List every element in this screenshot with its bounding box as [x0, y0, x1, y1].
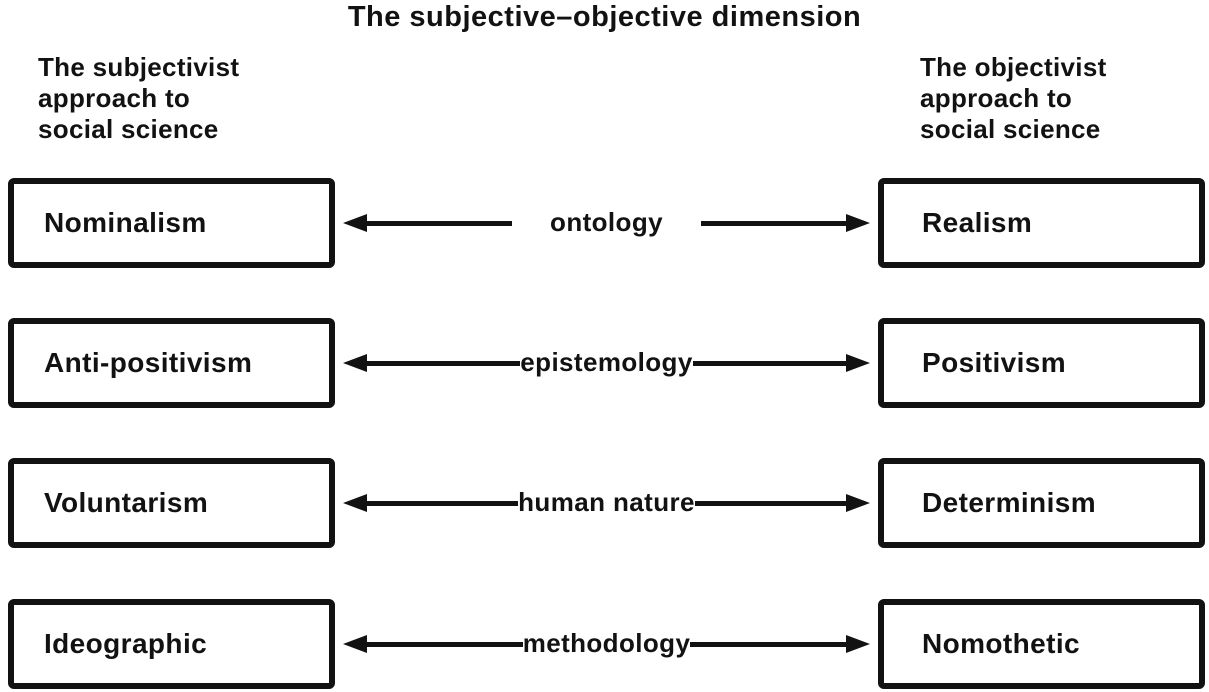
arrow-east-icon — [846, 354, 870, 372]
dimension-row-epistemology: Anti-positivism epistemology Positivism — [0, 318, 1209, 408]
double-arrow-connector: human nature — [335, 458, 878, 548]
dimension-row-human-nature: Voluntarism human nature Determinism — [0, 458, 1209, 548]
left-concept-box: Anti-positivism — [8, 318, 335, 408]
right-concept-label: Determinism — [922, 487, 1097, 518]
right-concept-box: Nomothetic — [878, 599, 1205, 689]
arrow-east-icon — [846, 494, 870, 512]
dimension-label: epistemology — [520, 347, 693, 377]
left-concept-box: Voluntarism — [8, 458, 335, 548]
arrow-line — [700, 220, 847, 226]
right-concept-box: Positivism — [878, 318, 1205, 408]
double-arrow-connector: ontology — [335, 178, 878, 268]
dimension-label: ontology — [550, 207, 663, 237]
left-concept-label: Voluntarism — [44, 487, 209, 518]
dimension-label: methodology — [522, 628, 691, 658]
dimension-label: human nature — [518, 487, 695, 517]
diagram-title: The subjective–objective dimension — [347, 1, 862, 33]
arrow-west-icon — [343, 354, 367, 372]
arrow-line — [367, 641, 523, 647]
arrow-line — [690, 641, 846, 647]
arrow-line — [694, 500, 846, 506]
arrow-west-icon — [343, 635, 367, 653]
right-concept-box: Realism — [878, 178, 1205, 268]
double-arrow-connector: methodology — [335, 599, 878, 689]
dimension-row-ontology: Nominalism ontology Realism — [0, 178, 1209, 268]
right-concept-label: Positivism — [922, 347, 1067, 378]
arrow-west-icon — [343, 494, 367, 512]
arrow-line — [367, 360, 521, 366]
arrow-line — [367, 500, 519, 506]
left-concept-label: Nominalism — [44, 207, 207, 238]
subjectivist-approach-header: The subjectivist approach to social scie… — [38, 52, 240, 144]
arrow-east-icon — [846, 635, 870, 653]
objectivist-approach-header: The objectivist approach to social scien… — [920, 52, 1107, 144]
left-concept-box: Nominalism — [8, 178, 335, 268]
left-concept-label: Ideographic — [44, 628, 208, 659]
arrow-east-icon — [846, 214, 871, 232]
double-arrow-connector: epistemology — [335, 318, 878, 408]
left-concept-box: Ideographic — [8, 599, 335, 689]
arrow-line — [367, 220, 513, 226]
left-concept-label: Anti-positivism — [44, 347, 253, 378]
right-concept-box: Determinism — [878, 458, 1205, 548]
arrow-line — [692, 360, 846, 366]
arrow-west-icon — [343, 214, 367, 232]
right-concept-label: Realism — [922, 207, 1033, 238]
right-concept-label: Nomothetic — [922, 628, 1080, 659]
dimension-row-methodology: Ideographic methodology Nomothetic — [0, 599, 1209, 689]
